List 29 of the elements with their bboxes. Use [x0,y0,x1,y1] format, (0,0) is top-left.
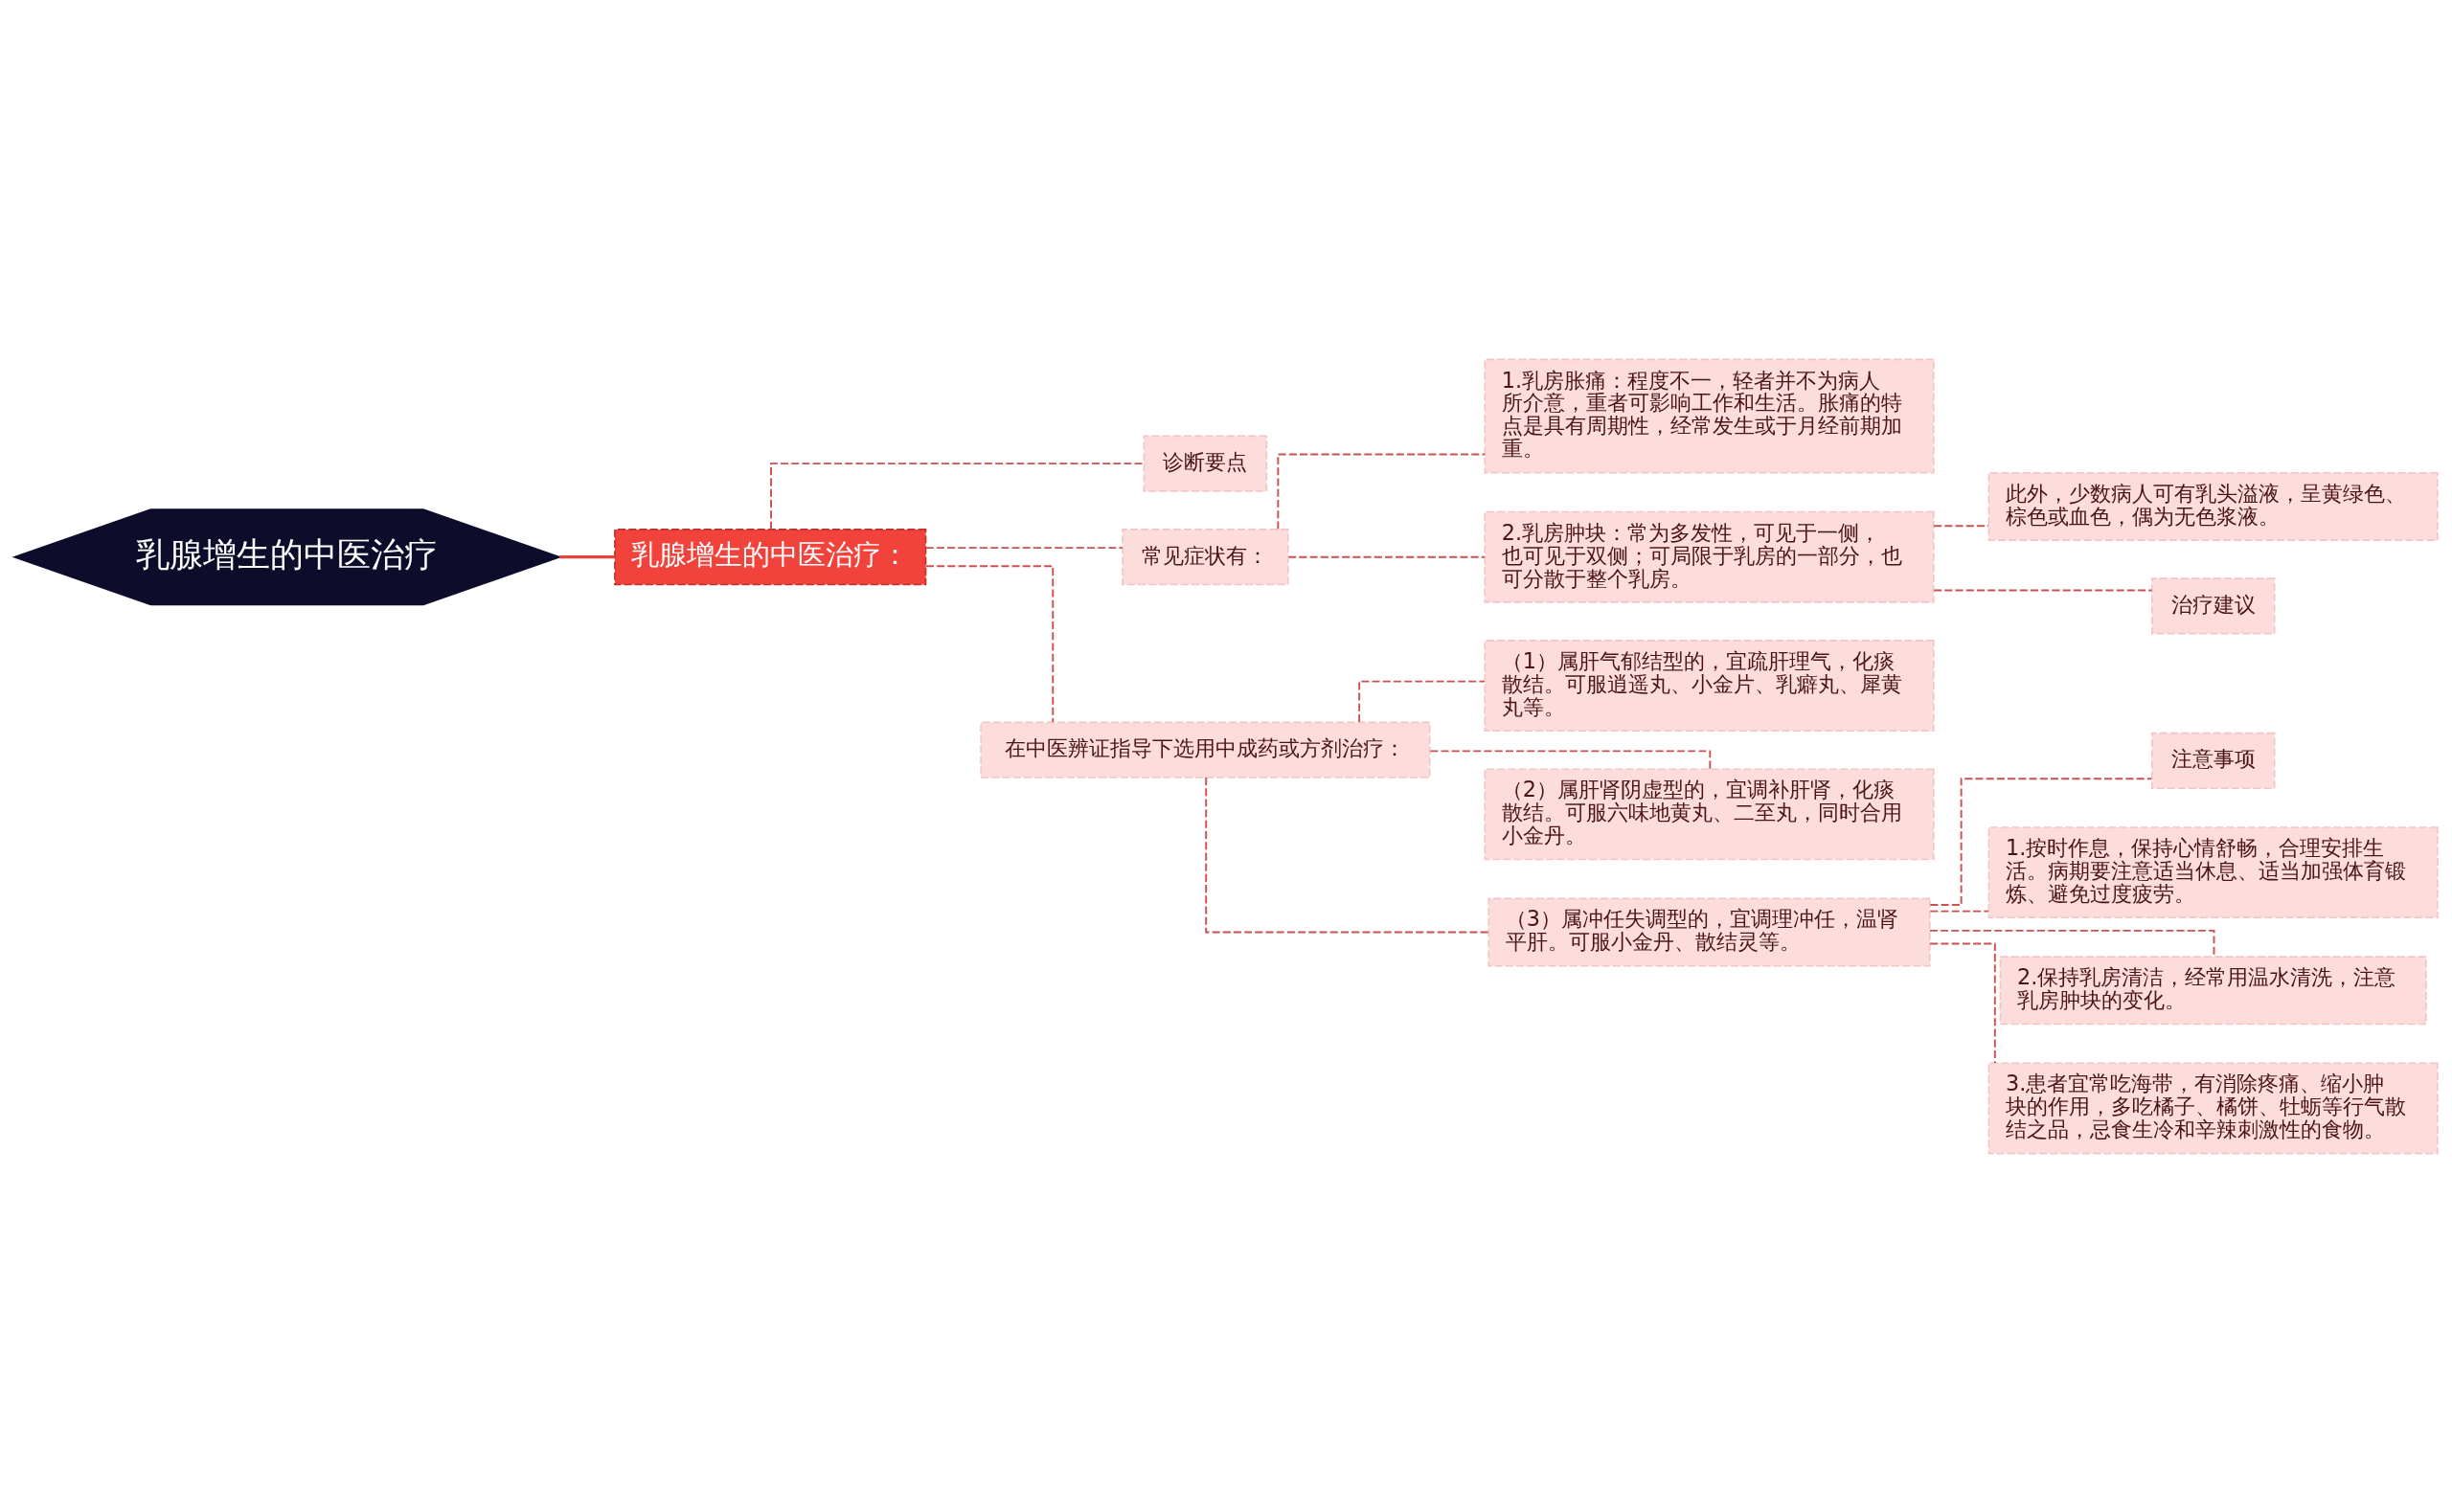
connector [1358,680,1486,723]
connector [1287,555,1486,558]
connector [1929,942,1996,1064]
node-box: 注意事项 [2150,732,2276,789]
node-box: 治疗建议 [2150,576,2276,634]
node-box: 诊断要点 [1143,435,1268,492]
node-box: 2.保持乳房清洁，经常用温水清洗，注意乳房肿块的变化。 [1999,955,2427,1025]
connector [770,462,1146,530]
connector [559,554,615,558]
connector [924,546,1124,549]
node-box: （2）属肝肾阴虚型的，宜调补肝肾，化痰散结。可服六味地黄丸、二至丸，同时合用小金丹。 [1484,767,1935,860]
node-box: 1.乳房胀痛：程度不一，轻者并不为病人所介意，重者可影响工作和生活。胀痛的特点是具有周期性，经常发生或于月经前期加重。 [1484,358,1935,474]
node-box: 在中医辨证指导下选用中成药或方剂治疗： [980,721,1431,779]
connector [1933,524,1990,527]
connector [1205,776,1490,933]
node-box: 乳腺增生的中医治疗： [614,528,927,585]
connector [924,564,1055,723]
connector [1933,589,2153,591]
node-box: 2.乳房肿块：常为多发性，可见于一侧，也可见于双侧；可局限于乳房的一部分，也可分散于整个乳房。 [1484,510,1935,603]
node-box: 1.按时作息，保持心情舒畅，合理安排生活。病期要注意适当休息、适当加强体育锻炼、避免过度疲劳。 [1987,825,2439,918]
connector [1277,453,1487,530]
connector [1928,929,2215,958]
node-box: 此外，少数病人可有乳头溢液，呈黄绿色、棕色或血色，偶为无色浆液。 [1987,471,2439,541]
node-box: 3.患者宜常吃海带，有消除疼痛、缩小肿块的作用，多吃橘子、橘饼、牡蛎等行气散结之品，忌食生冷和辛辣刺激性的食物。 [1987,1061,2439,1154]
connector [1929,910,1990,913]
node-box: 常见症状有： [1122,528,1289,585]
node-box: （3）属冲任失调型的，宜调理冲任，温肾平肝。可服小金丹、散结灵等。 [1487,897,1931,966]
node-box: （1）属肝气郁结型的，宜疏肝理气，化痰散结。可服逍遥丸、小金片、乳癖丸、犀黄丸等。 [1484,639,1935,732]
connector [1929,777,2153,906]
